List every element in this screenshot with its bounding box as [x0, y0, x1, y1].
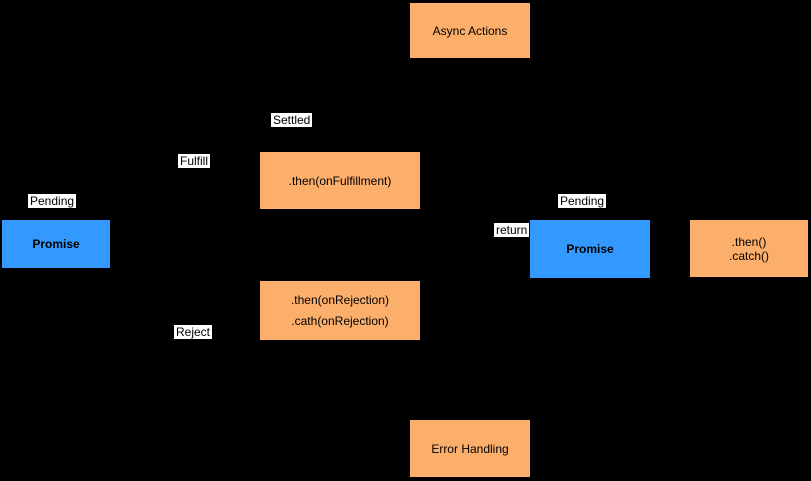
node-then-catch[interactable]: .then() .catch()	[690, 220, 808, 277]
edge-label-pending-right: Pending	[558, 194, 607, 208]
node-promise-right[interactable]: Promise	[530, 220, 650, 278]
node-then-catch-line2: .catch()	[728, 248, 769, 263]
edge-label-fulfill: Fulfill	[178, 154, 211, 168]
node-then-onrejection[interactable]: .then(onRejection) .cath(onRejection)	[260, 281, 420, 340]
node-then-onrejection-line2: .cath(onRejection)	[291, 314, 389, 328]
node-promise-right-label: Promise	[566, 242, 614, 256]
node-error-handling[interactable]: Error Handling	[410, 420, 530, 477]
node-promise-left-label: Promise	[32, 237, 80, 251]
node-then-onfulfillment[interactable]: .then(onFulfillment)	[260, 152, 420, 209]
node-async-actions-label: Async Actions	[432, 23, 508, 38]
node-then-onrejection-line1: .then(onRejection)	[290, 293, 390, 307]
node-then-onfulfillment-label: .then(onFulfillment)	[288, 173, 392, 188]
node-then-catch-line1: .then()	[731, 234, 767, 249]
edge-label-return: return	[494, 223, 530, 237]
node-async-actions[interactable]: Async Actions	[410, 3, 530, 58]
edge-label-reject: Reject	[174, 325, 213, 339]
edge-label-settled: Settled	[271, 113, 313, 127]
edge-label-pending-left: Pending	[28, 194, 77, 208]
node-error-handling-label: Error Handling	[431, 441, 509, 456]
node-promise-left[interactable]: Promise	[2, 220, 110, 268]
